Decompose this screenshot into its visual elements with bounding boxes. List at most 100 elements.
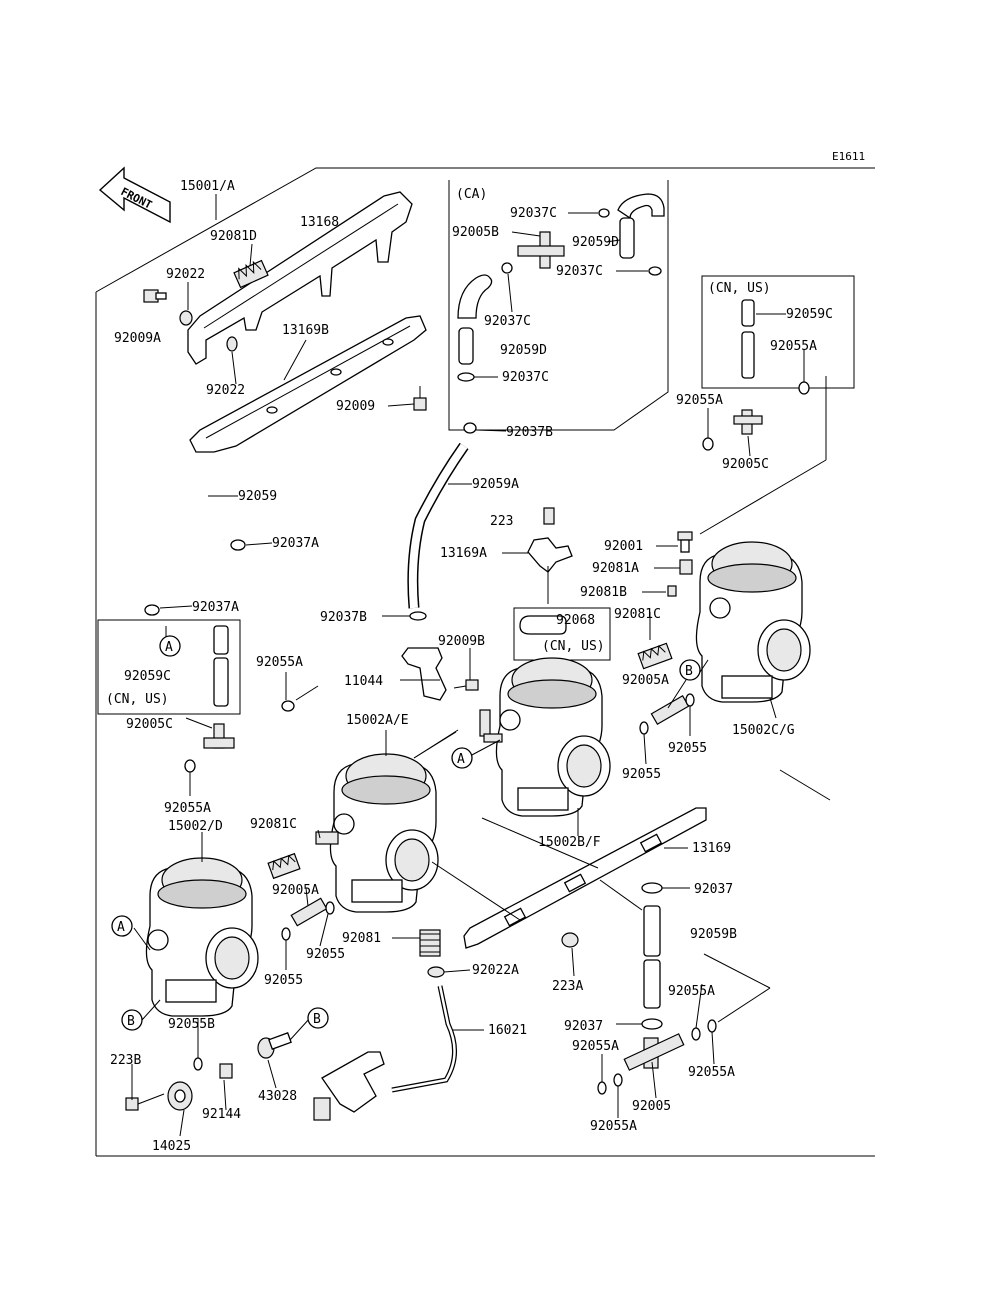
ca-clamp-2: [648, 266, 662, 276]
part-label: 92059C: [786, 307, 833, 322]
spring-92081c-l2: [267, 852, 301, 880]
carburetor-15002ae: [329, 753, 439, 913]
part-label: 92081C: [614, 607, 661, 622]
part-label: 92055A: [256, 655, 303, 670]
lower-bracket-13169: [463, 807, 707, 949]
svg-text:A: A: [165, 640, 173, 655]
cnus-box-right: (CN, US): [701, 275, 855, 389]
spring-92081c-r: [637, 642, 673, 670]
part-label: 92037: [564, 1019, 603, 1034]
bracket-11044: [401, 647, 447, 701]
part-label: 92009: [336, 399, 375, 414]
part-label: 13169B: [282, 323, 329, 338]
part-label: 92009B: [438, 634, 485, 649]
oring-92055a-r2: [702, 437, 714, 451]
clamp-92037b-top: [463, 422, 477, 434]
part-label: 92009A: [114, 331, 161, 346]
spring-92081d: [233, 259, 269, 289]
oring-92055a-b4: [613, 1073, 623, 1087]
carburetor-15002d: [145, 857, 259, 1017]
part-label: 92022A: [472, 963, 519, 978]
screw-43028: [257, 1032, 292, 1059]
cnus-left-hose-long: [213, 657, 229, 707]
part-label: 13169A: [440, 546, 487, 561]
fitting-92005a-r: [650, 694, 690, 726]
part-label: 92081: [342, 931, 381, 946]
part-label: 92005B: [452, 225, 499, 240]
clamp-92037: [641, 882, 663, 894]
carburetor-15002cg: [695, 541, 811, 703]
clamp-92037a-2: [144, 604, 160, 616]
marker-b-right: B: [679, 659, 701, 681]
part-label: 92037B: [320, 610, 367, 625]
part-label: 15002B/F: [538, 835, 601, 850]
svg-text:B: B: [127, 1014, 135, 1029]
marker-b-left: B: [121, 1009, 143, 1031]
part-label: 92037C: [484, 314, 531, 329]
hose-92059b-bottom: [643, 959, 661, 1009]
ca-hose-92059d-long: [458, 327, 474, 365]
part-label: 92081A: [592, 561, 639, 576]
oring-92055-l1: [325, 901, 335, 915]
part-label: 92037A: [272, 536, 319, 551]
svg-text:A: A: [457, 752, 465, 767]
alignment-lines: [413, 731, 831, 921]
ca-tee-92005b: [517, 231, 565, 269]
oring-92055-l2: [281, 927, 291, 941]
leader-lines: [131, 194, 827, 1137]
marker-a-top: A: [159, 635, 181, 657]
cnus-right-hose-short: [741, 299, 755, 327]
spring-92081a: [679, 559, 693, 575]
clamp-92037b-mid: [409, 611, 427, 621]
cable-16021: [313, 985, 457, 1121]
part-pin-center: [479, 709, 503, 743]
bracket-13169a: [527, 537, 573, 573]
part-label: 92068: [556, 613, 595, 628]
part-14025: [167, 1081, 193, 1111]
svg-text:A: A: [117, 920, 125, 935]
cnus-box-right-label: (CN, US): [708, 281, 771, 296]
part-label: 92055: [622, 767, 661, 782]
fitting-92005c-r: [733, 409, 763, 435]
oring-92055a-l: [281, 700, 295, 712]
part-label: 92055A: [164, 801, 211, 816]
part-label: 15002/D: [168, 819, 223, 834]
part-label: 92055A: [590, 1119, 637, 1134]
part-label: 92055: [264, 973, 303, 988]
spring-92081: [419, 929, 441, 957]
part-label: 92037C: [510, 206, 557, 221]
part-label: 92005A: [622, 673, 669, 688]
screw-223: [543, 507, 555, 525]
part-label: 92055: [306, 947, 345, 962]
fitting-92005a-l: [290, 897, 328, 927]
spring-92081b: [667, 585, 677, 597]
svg-text:B: B: [313, 1012, 321, 1027]
marker-b-bottom: B: [307, 1007, 329, 1029]
oring-92055a-b1: [691, 1027, 701, 1041]
cnus-center-hose: [519, 615, 567, 635]
screw-92009b: [453, 679, 479, 691]
cnus-box-left-label: (CN, US): [106, 692, 169, 707]
part-label: 15002A/E: [346, 713, 409, 728]
part-label: 92055A: [688, 1065, 735, 1080]
ca-box-label: (CA): [456, 187, 487, 202]
part-label: 92081C: [250, 817, 297, 832]
part-label: 92059A: [472, 477, 519, 492]
ca-clamp-4: [457, 372, 475, 382]
cnus-left-hose-short: [213, 625, 229, 655]
part-label: 92055A: [770, 339, 817, 354]
oring-92055a-l2: [184, 759, 196, 773]
part-label: 92059C: [124, 669, 171, 684]
bracket-13169b: [189, 315, 427, 453]
ca-hose-elbow-bottom: [457, 274, 493, 319]
ca-clamp-1: [598, 208, 610, 218]
hose-92059b-top: [643, 905, 661, 957]
part-label: 92005C: [722, 457, 769, 472]
spring-92144: [219, 1063, 233, 1079]
part-label: 92059D: [500, 343, 547, 358]
ca-clamp-3: [501, 262, 513, 274]
washer-92022a: [427, 966, 445, 978]
clamp-92037a-1: [230, 539, 246, 551]
marker-a-center: A: [451, 747, 473, 769]
part-label: 92055A: [668, 984, 715, 999]
